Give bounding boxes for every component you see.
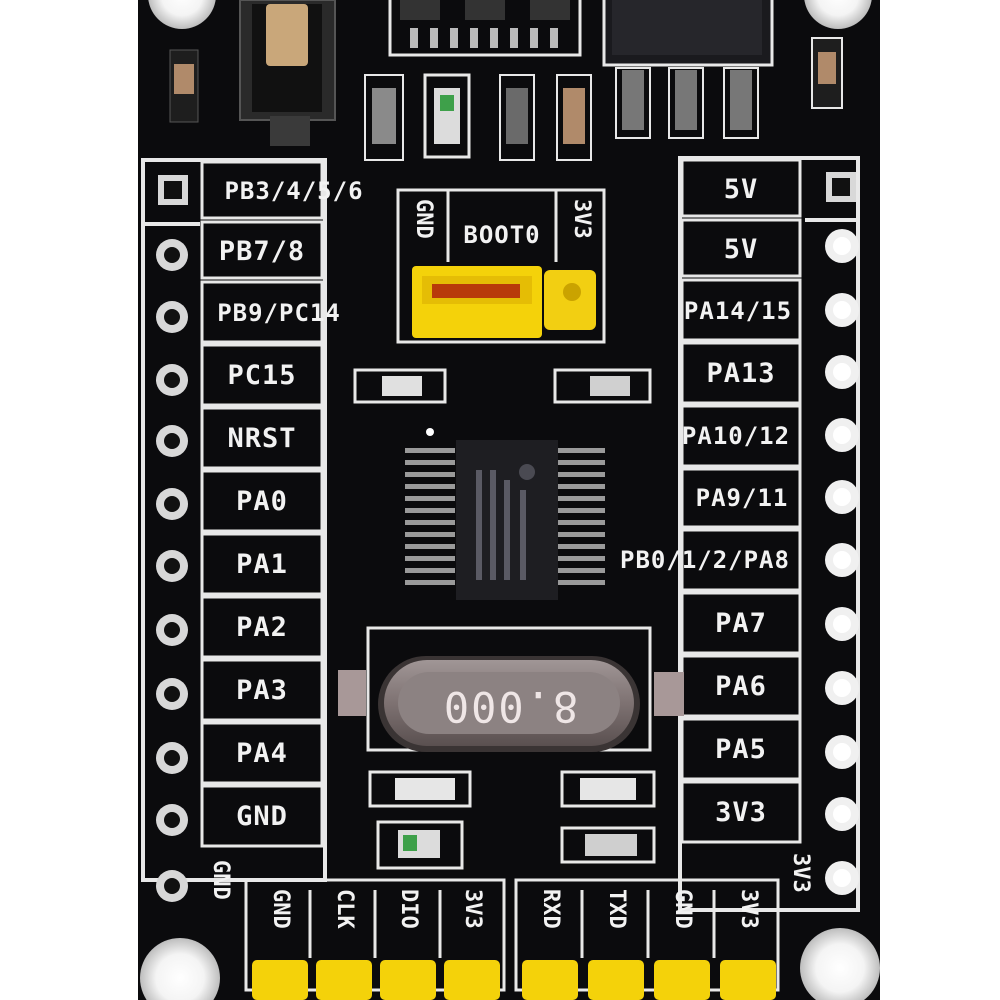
left-pin-label: PB3/4/5/6 <box>224 177 364 205</box>
boot-gnd-label: GND <box>411 199 436 239</box>
bottom-left-pin-label: CLK <box>332 889 357 929</box>
mount-hole <box>800 928 880 1000</box>
left-pin-label: PA1 <box>236 548 288 580</box>
right-pin-label: PA9/11 <box>695 484 789 512</box>
left-vertical-gnd-label: GND <box>208 860 233 900</box>
left-pin-label: PA2 <box>236 611 288 643</box>
left-pin-label: PB7/8 <box>218 235 306 267</box>
right-pin-label: PB0/1/2/PA8 <box>620 546 790 574</box>
right-label-boxes <box>680 158 802 844</box>
right-header-outline <box>678 156 860 912</box>
left-pin-label: PA4 <box>236 737 288 769</box>
right-pin-label: PA7 <box>715 607 767 639</box>
bottom-right-pin-label: TXD <box>604 889 629 929</box>
mcu-chip <box>405 428 605 600</box>
reset-button <box>239 0 336 146</box>
crystal <box>366 626 652 752</box>
left-header-outline <box>141 158 327 882</box>
right-pin-label: 5V <box>723 233 759 265</box>
bottom-header-outlines <box>244 878 780 992</box>
crystal-frequency-label: 8.000 <box>441 682 579 732</box>
mount-hole <box>804 0 872 29</box>
ic-outline <box>388 0 582 57</box>
right-pin-label: 3V3 <box>715 796 767 828</box>
bottom-right-pin-label: RXD <box>538 889 563 929</box>
boot-jumper-outline <box>396 188 606 344</box>
left-pin-label: PA0 <box>236 485 288 517</box>
left-pin-label: PC15 <box>227 359 297 391</box>
bottom-right-pin-label: GND <box>670 889 695 929</box>
boot-3v3-label: 3V3 <box>569 199 594 239</box>
right-header-pins <box>825 172 859 895</box>
right-pin-label: 5V <box>723 173 759 205</box>
bottom-left-pin-label: 3V3 <box>460 889 485 929</box>
right-pin-label: PA14/15 <box>683 297 793 325</box>
voltage-regulator <box>602 0 774 139</box>
left-label-boxes <box>200 160 324 848</box>
right-pin-label: PA5 <box>715 733 767 765</box>
bottom-left-pin-label: GND <box>268 889 293 929</box>
right-pin-label: PA13 <box>706 357 776 389</box>
left-pin-label: PB9/PC14 <box>217 299 341 327</box>
mount-hole <box>148 0 216 29</box>
bottom-pin-headers <box>252 960 776 1000</box>
bottom-left-pin-label: DIO <box>396 889 421 929</box>
left-pin-label: GND <box>236 800 288 832</box>
boot-jumper-cap <box>412 266 596 338</box>
bottom-right-pin-label: 3V3 <box>736 889 761 929</box>
left-pin-label: NRST <box>227 422 297 454</box>
boot0-label: BOOT0 <box>463 221 541 249</box>
mount-hole <box>140 938 220 1000</box>
right-vertical-3v3-label: 3V3 <box>788 853 813 893</box>
right-pin-label: PA10/12 <box>681 422 791 450</box>
left-pin-label: PA3 <box>236 674 288 706</box>
right-pin-label: PA6 <box>715 670 767 702</box>
left-header-pins <box>156 175 188 902</box>
